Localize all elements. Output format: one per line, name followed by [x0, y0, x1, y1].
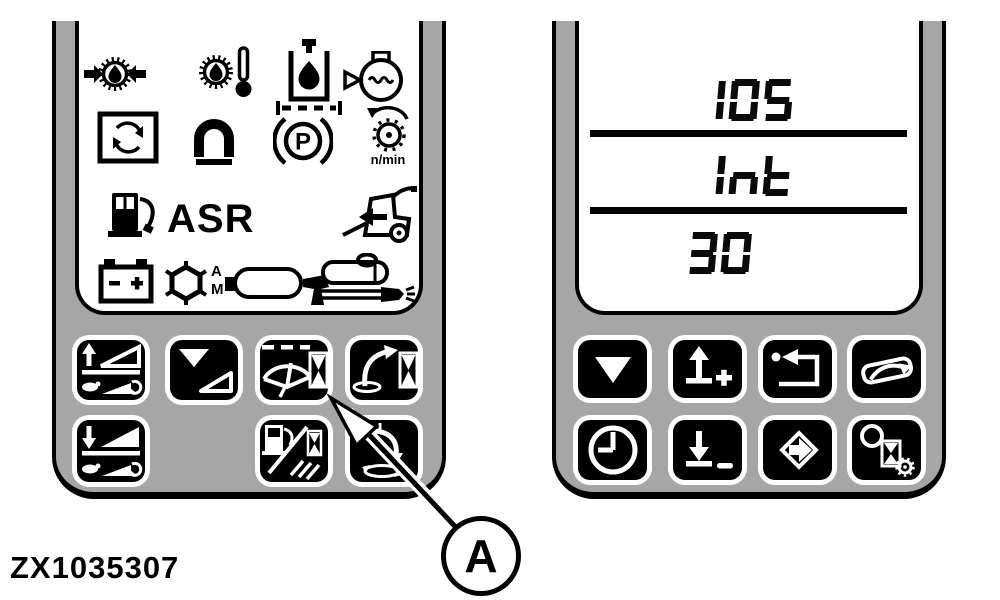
lcd-value-middle [691, 154, 797, 201]
auto-label: A [211, 263, 222, 280]
parking-brake-icon: P [273, 115, 333, 167]
spout-auto-return-key[interactable] [345, 415, 423, 487]
shaft-speed-icon: n/min [363, 105, 413, 166]
harvester-reverse-icon [341, 183, 417, 243]
fuel-level-icon [108, 191, 162, 241]
hydraulic-oil-level-icon [276, 39, 342, 117]
header-raise-icon [82, 343, 143, 395]
warning-indicator-display: P n/min ASR [75, 21, 423, 315]
wiper-interval-key[interactable] [255, 335, 333, 405]
scroll-down-icon [594, 357, 631, 383]
transmission-oil-temperature-icon [191, 46, 253, 100]
header-raise-key[interactable] [72, 335, 150, 405]
header-lower-ramp-icon [179, 349, 233, 393]
clock-icon [588, 425, 637, 475]
scroll-down-key[interactable] [573, 335, 652, 403]
figure-code: ZX1035307 [10, 550, 180, 585]
left-monitor-panel: P n/min ASR [52, 21, 446, 499]
lcd-value-bottom [683, 232, 755, 279]
lcd-display [575, 21, 923, 315]
clock-key[interactable] [573, 415, 652, 485]
recirculation-icon [97, 111, 159, 164]
header-lower-auto-icon [82, 426, 143, 477]
lcd-separator-2 [590, 207, 907, 214]
air-conditioning-snowflake-icon [163, 261, 209, 305]
spout-interval-icon [352, 345, 418, 393]
compressed-air-hose-icon [319, 253, 419, 305]
calibration-icon [859, 424, 915, 477]
manual-label: M [211, 281, 224, 298]
metal-detector-magnet-icon [192, 116, 236, 165]
right-setting-panel [552, 21, 946, 499]
road-transport-icon [860, 356, 913, 385]
shaft-speed-label: n/min [370, 152, 406, 167]
spout-interval-key[interactable] [345, 335, 423, 405]
asr-indicator: ASR [167, 197, 255, 241]
transmission-oil-pressure-icon [83, 51, 147, 97]
parking-brake-letter: P [295, 129, 311, 156]
calibration-key[interactable] [847, 415, 926, 485]
callout-circle: A [441, 516, 521, 596]
enter-key[interactable] [758, 415, 837, 485]
air-filter-restriction-icon [343, 51, 409, 103]
road-transport-key[interactable] [847, 335, 926, 403]
spout-auto-return-icon [362, 423, 403, 478]
raise-increase-key[interactable] [668, 335, 747, 403]
fuel-economy-interval-icon [262, 425, 323, 481]
lcd-value-top [691, 79, 797, 126]
escape-return-key[interactable] [758, 335, 837, 403]
header-lower-ramp-key[interactable] [165, 335, 243, 405]
fuel-economy-interval-key[interactable] [255, 415, 333, 487]
lower-decrease-icon [685, 431, 733, 469]
battery-charge-icon [98, 259, 154, 304]
escape-return-icon [771, 349, 819, 387]
lcd-separator-1 [590, 130, 907, 137]
lower-decrease-key[interactable] [668, 415, 747, 485]
callout-label: A [464, 530, 498, 582]
enter-icon [778, 430, 819, 470]
wiper-interval-icon [262, 345, 328, 398]
header-lower-auto-key[interactable] [72, 415, 150, 487]
raise-increase-icon [685, 346, 732, 386]
